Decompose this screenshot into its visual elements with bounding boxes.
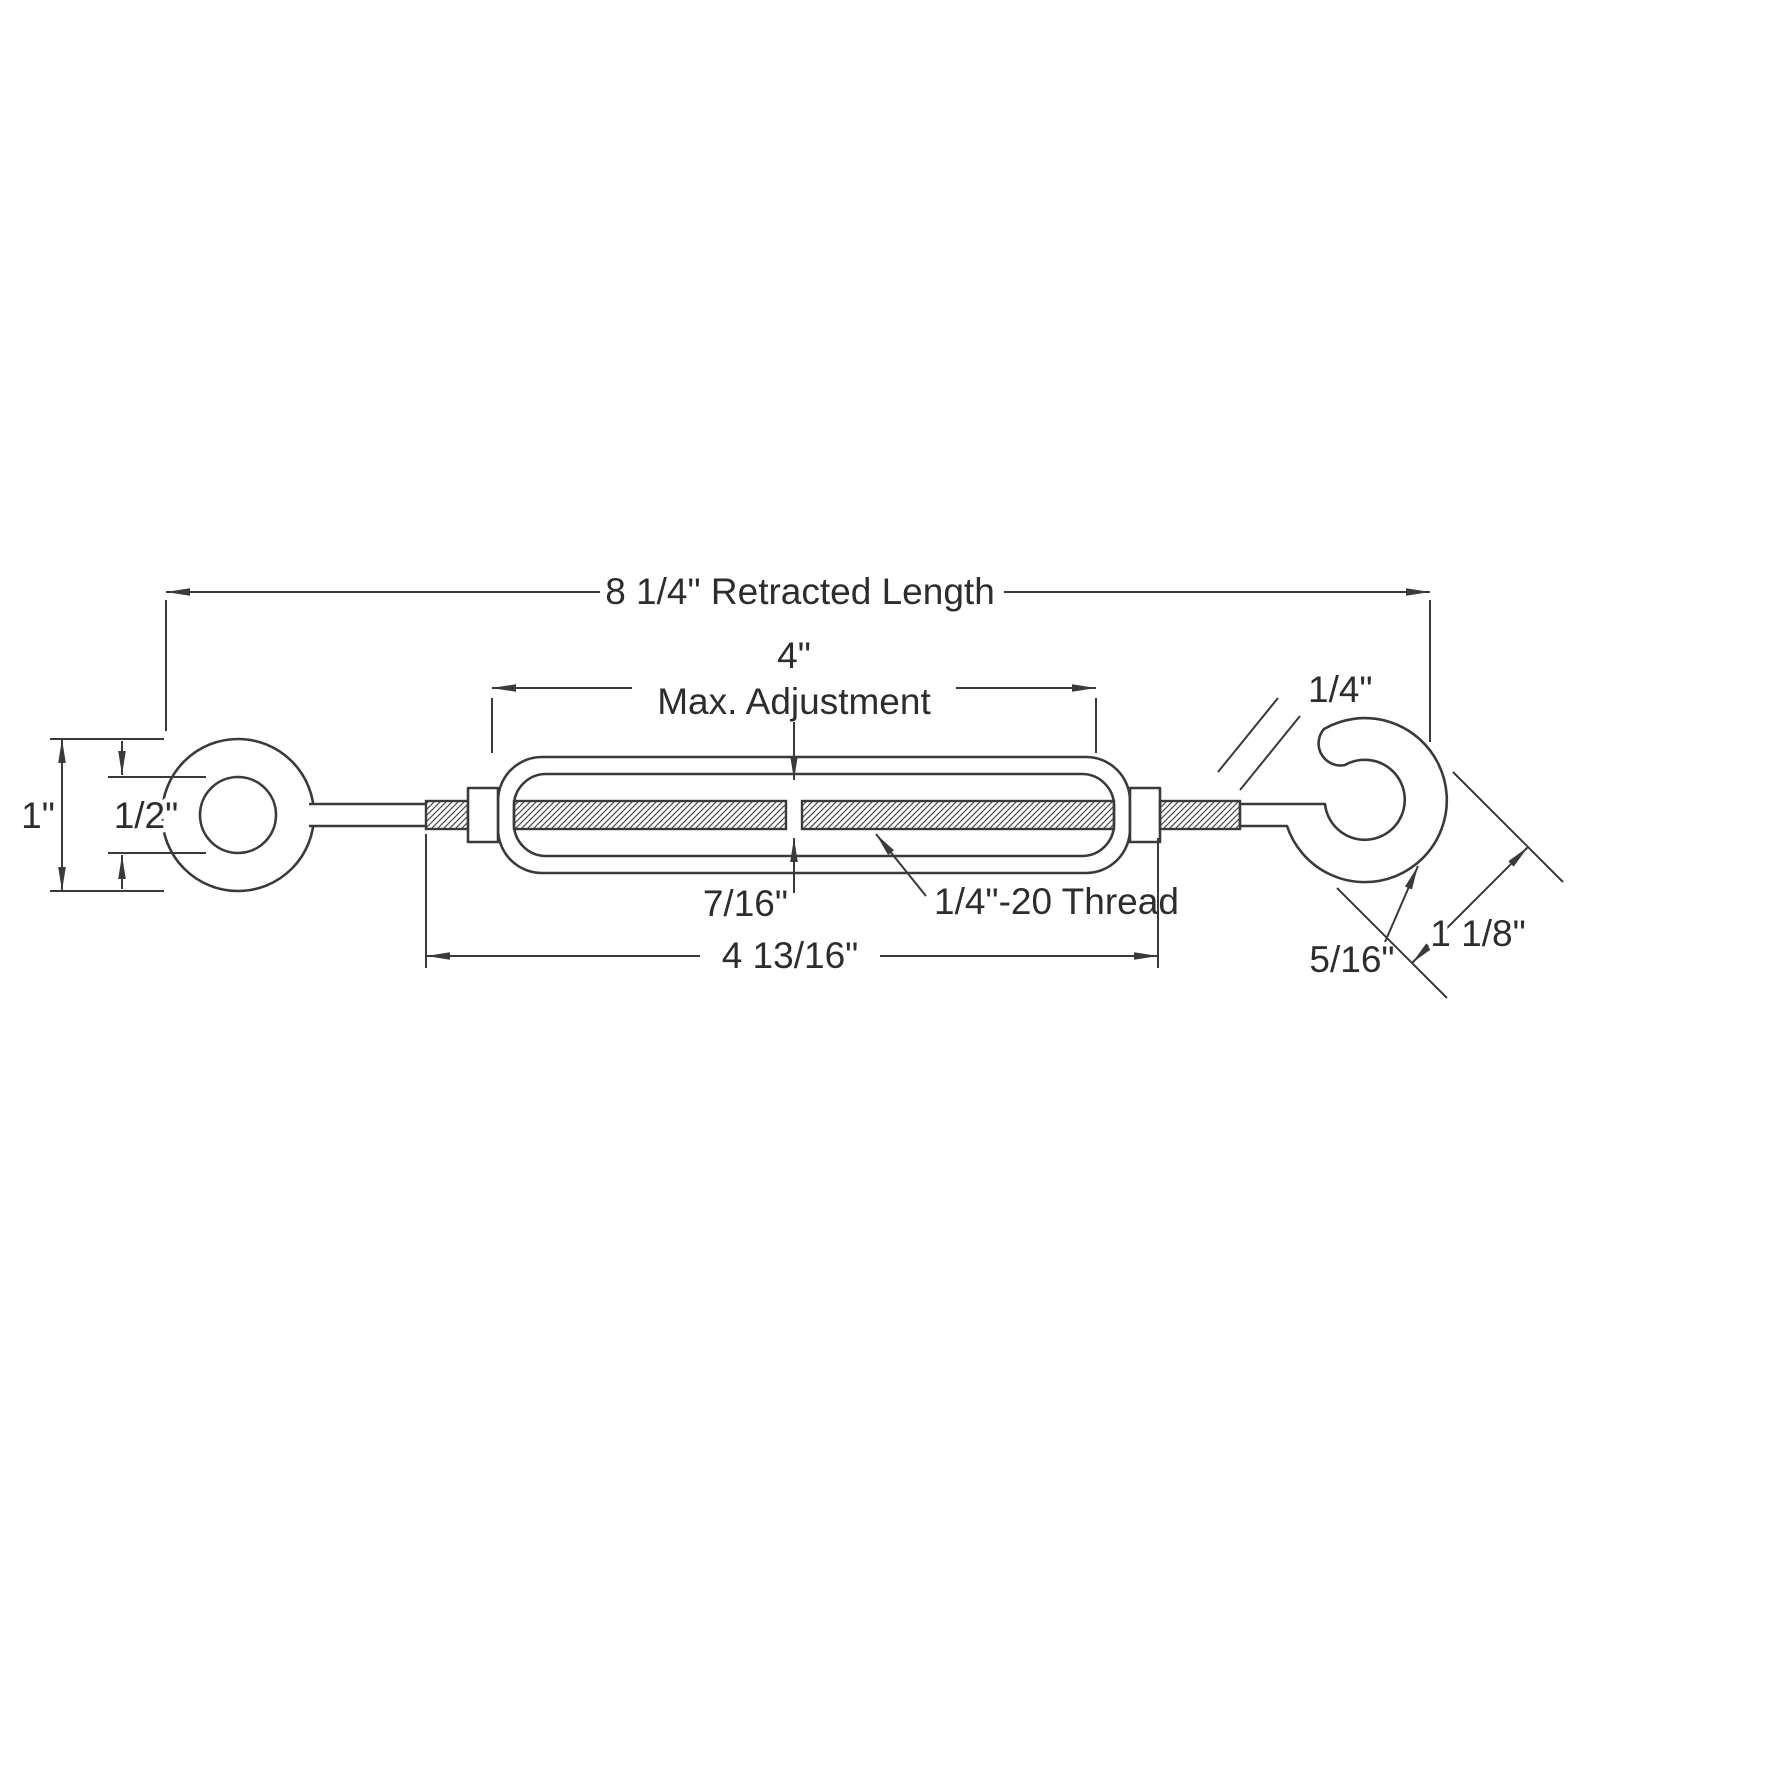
left-threaded-stub [424, 799, 470, 831]
eye-id-label: 1/2" [114, 795, 179, 836]
hook-stock-extension-1 [1217, 697, 1279, 773]
hook-stock-label: 1/4" [1308, 669, 1373, 710]
hook-depth-label: 1 1/8" [1430, 913, 1525, 954]
body-length-label: 4 13/16" [722, 935, 859, 976]
max-adjustment-caption-label: Max. Adjustment [657, 681, 931, 722]
thread-spec-label: 1/4"-20 Thread [934, 881, 1179, 922]
hook-outline [1238, 716, 1449, 884]
hook-depth-extension-2 [1452, 771, 1564, 883]
rod-gap-label: 7/16" [703, 883, 788, 924]
retracted-length-label: 8 1/4" Retracted Length [605, 571, 995, 612]
eye-hole [198, 775, 278, 855]
right-threaded-rod [800, 799, 1116, 831]
max-adjustment-value-label: 4" [777, 635, 811, 676]
eye-od-label: 1" [21, 795, 55, 836]
turnbuckle-assembly [160, 716, 1449, 893]
left-threaded-rod [512, 799, 788, 831]
thread-spec-leader [875, 833, 927, 897]
right-end-boss [1128, 786, 1162, 844]
hook-opening-label: 5/16" [1309, 939, 1394, 980]
left-end-boss [466, 786, 500, 844]
hook-depth-dimline [1411, 846, 1529, 964]
right-threaded-stub [1158, 799, 1242, 831]
dimension-annotations: 8 1/4" Retracted Length 4" Max. Adjustme… [17, 567, 1564, 999]
hook-stock-extension-2 [1239, 715, 1301, 791]
hook-depth-extension-1 [1336, 887, 1448, 999]
eye-shank-body [308, 803, 426, 827]
